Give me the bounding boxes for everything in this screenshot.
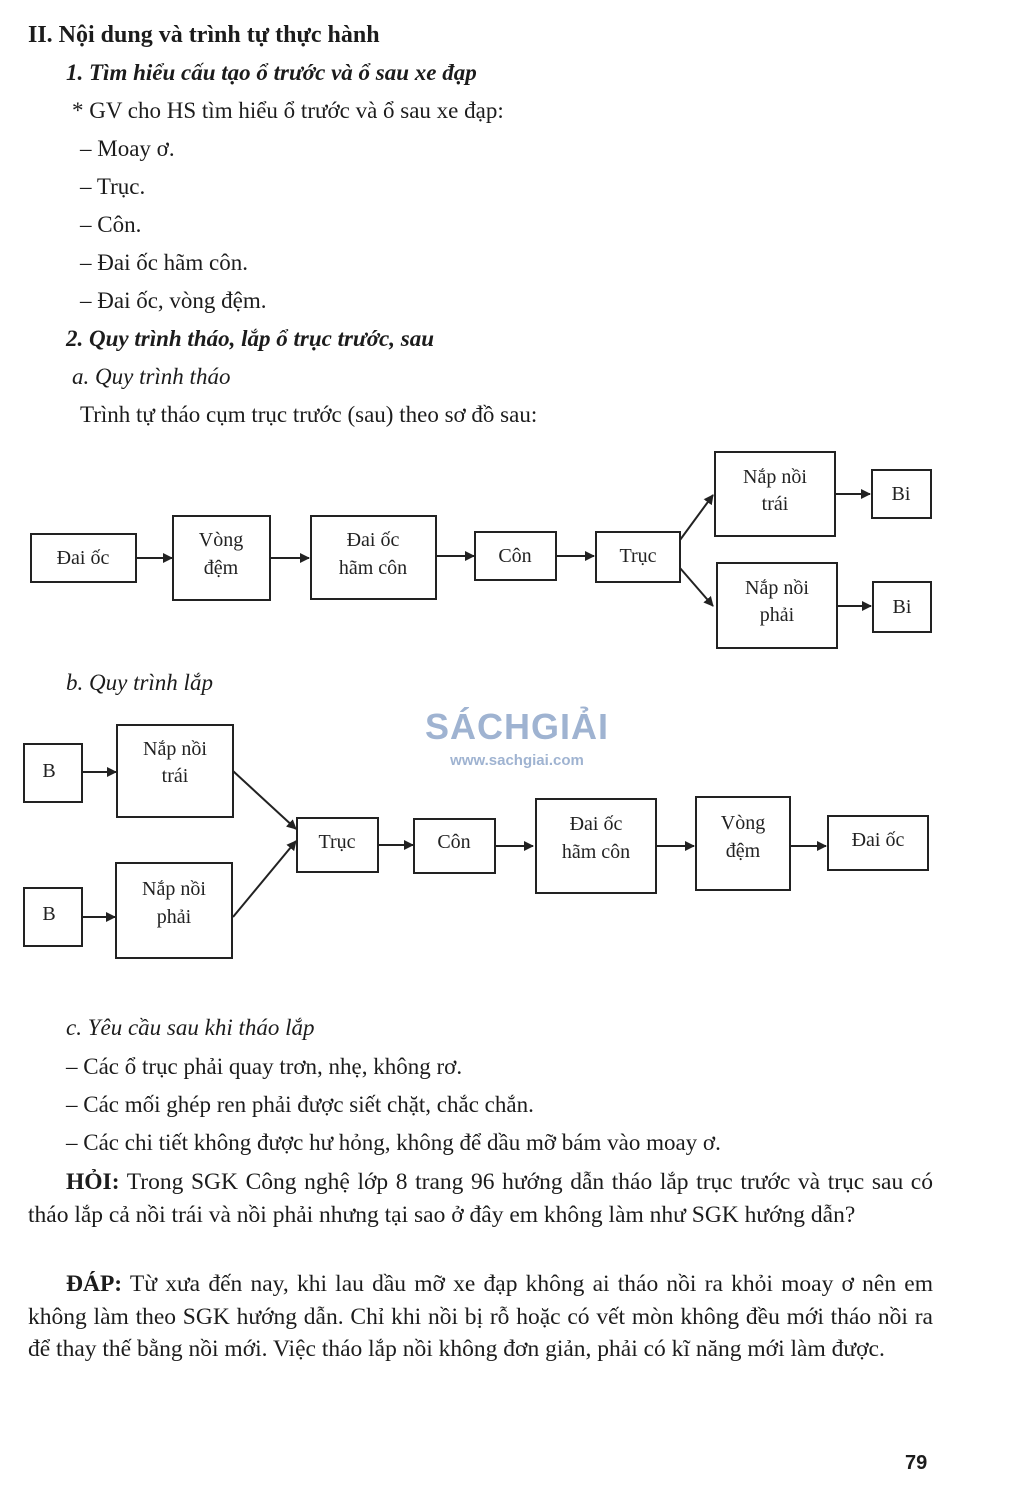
- box-b-2: B: [23, 887, 83, 947]
- svg-text:trái: trái: [162, 765, 189, 787]
- svg-text:trái: trái: [762, 493, 789, 515]
- part2c-title: c. Yêu cầu sau khi tháo lắp: [66, 1015, 315, 1040]
- watermark-url: www.sachgiai.com: [450, 752, 584, 769]
- flow-arrow: [679, 494, 714, 541]
- svg-text:Nắp nồi: Nắp nồi: [142, 878, 206, 900]
- svg-text:Nắp nồi: Nắp nồi: [745, 577, 809, 599]
- svg-text:đệm: đệm: [204, 557, 239, 579]
- box-truc: Trục: [296, 817, 379, 873]
- box-truc: Trục: [595, 531, 681, 583]
- svg-text:Vòng: Vòng: [199, 529, 243, 551]
- svg-text:hãm côn: hãm côn: [562, 841, 630, 863]
- box-nap-noi-phai: Nắp nồi phải: [115, 862, 233, 959]
- box-b-1: B: [23, 743, 83, 803]
- flow-arrow: [679, 567, 714, 607]
- box-nap-noi-trai: Nắp nồi trái: [116, 724, 234, 818]
- question-paragraph: HỎI: Trong SGK Công nghệ lớp 8 trang 96 …: [28, 1166, 933, 1231]
- svg-text:Bi: Bi: [893, 596, 912, 618]
- page-number: 79: [905, 1452, 928, 1474]
- svg-text:phải: phải: [157, 906, 192, 928]
- svg-text:Côn: Côn: [437, 831, 470, 853]
- requirement-item: – Các chi tiết không được hư hỏng, không…: [66, 1130, 721, 1155]
- box-vong-dem: Vòng đệm: [695, 796, 791, 891]
- box-con: Côn: [413, 818, 496, 874]
- svg-text:Vòng: Vòng: [721, 812, 765, 834]
- watermark: SÁCHGIẢI www.sachgiai.com: [412, 706, 622, 769]
- svg-text:Trục: Trục: [318, 831, 355, 853]
- question-text: Trong SGK Công nghệ lớp 8 trang 96 hướng…: [28, 1169, 933, 1228]
- box-dai-oc-ham-con: Đai ốc hãm côn: [310, 515, 437, 600]
- svg-text:phải: phải: [760, 604, 795, 626]
- part1-title: 1. Tìm hiểu cấu tạo ổ trước và ổ sau xe …: [66, 60, 477, 85]
- list-item: – Moay ơ.: [80, 136, 175, 161]
- assembly-diagram: B Nắp nồi trái B Nắp nồi phải Trục Côn Đ…: [23, 724, 929, 959]
- box-dai-oc: Đai ốc: [827, 815, 929, 871]
- box-dai-oc: Đai ốc: [30, 533, 137, 583]
- part2a-intro: Trình tự tháo cụm trục trước (sau) theo …: [80, 402, 538, 427]
- part1-intro: * GV cho HS tìm hiểu ổ trước và ổ sau xe…: [72, 98, 504, 123]
- svg-text:Đai ốc: Đai ốc: [57, 547, 110, 569]
- svg-text:Bi: Bi: [892, 483, 911, 505]
- svg-text:Trục: Trục: [619, 545, 656, 567]
- box-con: Côn: [474, 531, 557, 581]
- box-nap-noi-phai: Nắp nồi phải: [716, 562, 838, 649]
- svg-text:Nắp nồi: Nắp nồi: [143, 738, 207, 760]
- answer-label: ĐÁP:: [66, 1271, 123, 1297]
- flow-arrow: [232, 840, 297, 918]
- requirement-item: – Các mối ghép ren phải được siết chặt, …: [66, 1092, 534, 1117]
- answer-text: Từ xưa đến nay, khi lau dầu mỡ xe đạp kh…: [28, 1271, 933, 1362]
- list-item: – Côn.: [80, 212, 142, 237]
- list-item: – Đai ốc hãm côn.: [80, 250, 248, 275]
- svg-text:B: B: [42, 903, 55, 925]
- box-bi-2: Bi: [872, 581, 932, 633]
- flow-arrow: [232, 770, 297, 830]
- box-dai-oc-ham-con: Đai ốc hãm côn: [535, 798, 657, 894]
- svg-text:Côn: Côn: [498, 545, 531, 567]
- svg-text:Đai ốc: Đai ốc: [852, 829, 905, 851]
- section-title: II. Nội dung và trình tự thực hành: [28, 22, 380, 48]
- part2a-title: a. Quy trình tháo: [72, 364, 231, 389]
- question-label: HỎI:: [66, 1169, 120, 1195]
- svg-text:Nắp nồi: Nắp nồi: [743, 466, 807, 488]
- svg-text:đệm: đệm: [726, 840, 761, 862]
- disassembly-diagram: Đai ốc Vòng đệm Đai ốc hãm côn Côn Trục …: [30, 451, 932, 649]
- svg-text:B: B: [42, 760, 55, 782]
- list-item: – Trục.: [80, 174, 146, 199]
- part2b-title: b. Quy trình lắp: [66, 670, 213, 695]
- svg-text:Đai ốc: Đai ốc: [347, 529, 400, 551]
- box-vong-dem: Vòng đệm: [172, 515, 271, 601]
- answer-paragraph: ĐÁP: Từ xưa đến nay, khi lau dầu mỡ xe đ…: [28, 1268, 933, 1366]
- watermark-title: SÁCHGIẢI: [424, 706, 609, 747]
- part2-title: 2. Quy trình tháo, lắp ổ trục trước, sau: [66, 326, 434, 351]
- box-bi-1: Bi: [871, 469, 932, 519]
- svg-text:Đai ốc: Đai ốc: [570, 813, 623, 835]
- requirement-item: – Các ổ trục phải quay trơn, nhẹ, không …: [66, 1054, 463, 1079]
- list-item: – Đai ốc, vòng đệm.: [80, 288, 267, 313]
- svg-text:hãm côn: hãm côn: [339, 557, 407, 579]
- box-nap-noi-trai: Nắp nồi trái: [714, 451, 836, 537]
